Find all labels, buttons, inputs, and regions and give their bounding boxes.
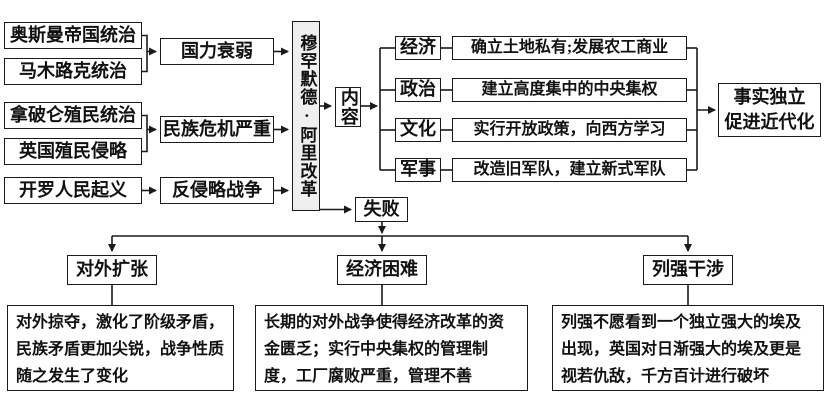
node-national-decline: 国力衰弱 [160,38,274,65]
outcome-line-2: 促进近代化 [724,112,815,132]
node-anti-invasion-war: 反侵略战争 [160,177,274,204]
node-reason-economic-difficulty-detail: 长期的对外战争使得经济改革的资金匮乏；实行中央集权的管理制度，工厂腐败严重，管理… [255,305,528,391]
node-measure-politics: 建立高度集中的中央集权 [452,78,687,102]
bracket-group1 [142,34,148,73]
node-category-culture: 文化 [395,118,441,142]
node-muhammad-ali-reform: 穆罕默德·阿里改革 [292,21,320,211]
node-content: 内容 [335,87,361,127]
node-ottoman-rule: 奥斯曼帝国统治 [4,22,142,49]
node-reason-powers-intervention-detail: 列强不愿看到一个独立强大的埃及出现，英国对日渐强大的埃及更是视若仇敌，千方百计进… [552,305,824,391]
node-reason-powers-intervention: 列强干涉 [643,255,733,285]
node-british-colonial-invasion: 英国殖民侵略 [4,138,142,165]
node-measure-military: 改造旧军队，建立新式军队 [452,158,687,182]
node-category-politics: 政治 [395,78,441,102]
node-category-economy: 经济 [395,36,441,60]
node-measure-economy: 确立土地私有;发展农工商业 [452,36,687,60]
node-failure: 失败 [355,197,408,222]
node-national-crisis: 民族危机严重 [160,116,274,143]
node-reason-economic-difficulty: 经济困难 [337,255,427,285]
node-reason-expansion: 对外扩张 [67,255,157,285]
node-outcome: 事实独立 促进近代化 [718,83,821,137]
node-measure-culture: 实行开放政策，向西方学习 [452,118,687,142]
outcome-line-1: 事实独立 [733,87,806,107]
node-category-military: 军事 [395,158,441,182]
node-reason-expansion-detail: 对外掠夺，激化了阶级矛盾，民族矛盾更加尖锐，战争性质随之发生了变化 [7,305,234,391]
node-cairo-uprising: 开罗人民起义 [4,177,142,204]
bracket-group2 [142,114,148,153]
node-napoleon-colonial-rule: 拿破仑殖民统治 [4,102,142,129]
node-mamluk-rule: 马木路克统治 [4,58,142,85]
